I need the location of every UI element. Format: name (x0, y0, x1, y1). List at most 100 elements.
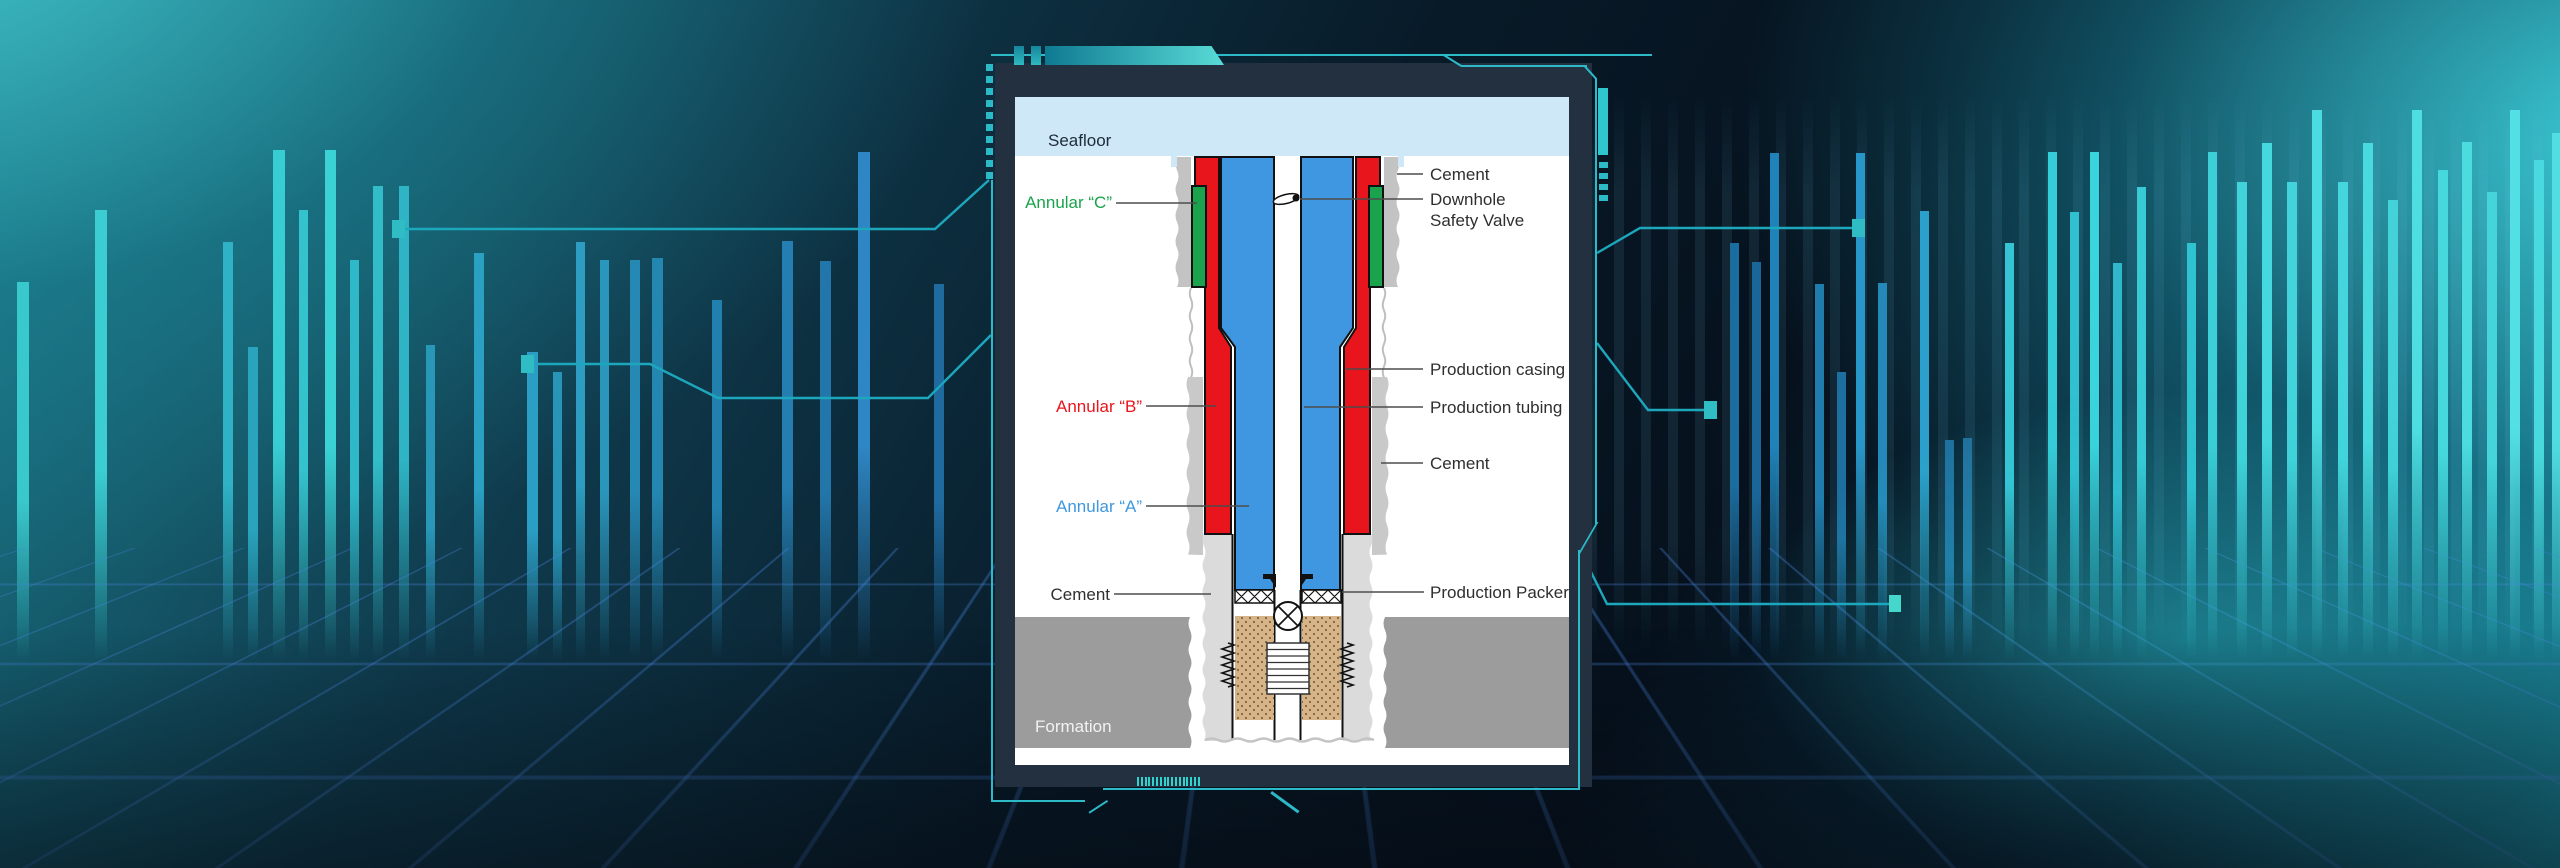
cement-top-label: Cement (1430, 165, 1490, 184)
equalizer-bar (17, 282, 29, 660)
trace-node-icon (1852, 219, 1865, 237)
seafloor-tab (1398, 156, 1404, 167)
equalizer-bar (299, 210, 308, 660)
equalizer-bar (553, 372, 562, 660)
progress-tick (1144, 777, 1147, 786)
liner-lower-right (1343, 533, 1373, 741)
dsv-label-line1: Downhole (1430, 190, 1506, 209)
frame-right-dash (1599, 162, 1608, 168)
equalizer-bar (2312, 110, 2322, 660)
label-lines (1114, 173, 1424, 595)
progress-tick (1152, 777, 1155, 786)
equalizer-bar (399, 186, 409, 660)
frame-top-inner-line (1461, 65, 1587, 67)
progress-tick (1194, 777, 1196, 786)
frame-right-dash (1599, 195, 1608, 201)
frame-right-lower-line (1578, 550, 1580, 790)
progress-tick (1159, 777, 1162, 786)
frame-right-dash (1599, 173, 1608, 179)
equalizer-bar (350, 260, 359, 660)
cement-sheath-top-right (1384, 157, 1400, 287)
equalizer-bar (373, 186, 383, 660)
equalizer-bar (527, 352, 538, 660)
equalizer-bar (2510, 110, 2520, 660)
equalizer-bar (820, 261, 831, 660)
sand-screen (1266, 642, 1310, 695)
borehole-wall-line-right (1381, 287, 1387, 379)
progress-tick (1140, 777, 1143, 786)
cement-left-label: Cement (1050, 585, 1110, 604)
frame-top-line (991, 54, 1652, 56)
seafloor-label: Seafloor (1048, 131, 1112, 150)
downhole-safety-valve-icon (1272, 192, 1300, 206)
production-packer-label: Production Packer (1430, 583, 1569, 602)
annular-c-left-column (1191, 185, 1207, 288)
progress-tick (1156, 777, 1158, 786)
progress-tick (1182, 777, 1185, 786)
trace-right-lower (1577, 547, 1889, 606)
frame-left-dash (986, 136, 993, 143)
equalizer-bar (248, 347, 258, 660)
trace-left-upper (398, 179, 990, 231)
frame-left-dash (986, 112, 993, 119)
production-casing-label: Production casing (1430, 360, 1565, 379)
trace-right-middle (1596, 342, 1704, 412)
progress-tick (1178, 777, 1181, 786)
perforation-spring-right (1338, 642, 1356, 688)
progress-tick (1148, 777, 1151, 786)
progress-tick (1137, 777, 1139, 786)
progress-tick (1167, 777, 1170, 786)
borehole-wall-line-left (1188, 287, 1194, 379)
perforation-spring-left (1219, 642, 1237, 688)
header-square-icon (1031, 46, 1041, 65)
trace-node-icon (521, 355, 534, 373)
cement-mid-label: Cement (1430, 454, 1490, 473)
equalizer-bar (630, 260, 640, 660)
frame-left-dash (986, 64, 993, 71)
frame-left-line (991, 180, 993, 802)
trace-node-icon (1889, 595, 1901, 612)
progress-tick (1163, 777, 1166, 786)
equalizer-bar (712, 300, 722, 660)
well-schematic-card: Seafloor Formation Annular “C” Annular “… (1015, 97, 1569, 765)
cement-sheath-top-left (1175, 157, 1191, 287)
trace-node-icon (1704, 401, 1717, 419)
cement-strip-mid-left (1186, 377, 1203, 555)
equalizer-bar (934, 284, 944, 660)
equalizer-bar (652, 258, 663, 660)
equalizer-bar (600, 260, 609, 660)
frame-right-line (1595, 78, 1597, 524)
production-tubing-label: Production tubing (1430, 398, 1562, 417)
liner-lower-left (1202, 533, 1232, 741)
annular-c-right-column (1368, 185, 1384, 288)
progress-tick (1171, 777, 1174, 786)
equalizer-bar (223, 242, 233, 660)
frame-left-dash (986, 160, 993, 167)
frame-left-dash (986, 88, 993, 95)
header-square-icon (1014, 46, 1024, 65)
equalizer-bar (325, 150, 336, 660)
progress-tick (1197, 777, 1200, 786)
tubing-hanger-icon (1300, 574, 1313, 588)
frame-left-dash (986, 76, 993, 83)
trace-right-upper (1596, 226, 1852, 255)
progress-tick (1190, 777, 1193, 786)
bore-bottom-wave (1204, 737, 1375, 743)
equalizer-bar (474, 253, 484, 660)
annular-c-label: Annular “C” (1025, 193, 1112, 212)
equalizer-bar (858, 152, 870, 660)
annular-a-label: Annular “A” (1056, 497, 1142, 516)
frame-bottom-line (1103, 788, 1580, 790)
seafloor-tab (1171, 156, 1177, 167)
frame-left-dash (986, 148, 993, 155)
valve-icon (1273, 601, 1303, 631)
right-accent-bar (1598, 88, 1608, 155)
frame-left-dash (986, 124, 993, 131)
annular-b-label: Annular “B” (1056, 397, 1142, 416)
tubing-hanger-icon (1263, 574, 1276, 588)
trace-left-lower (538, 334, 992, 400)
trace-node-icon (392, 220, 405, 238)
equalizer-bar (576, 242, 585, 660)
